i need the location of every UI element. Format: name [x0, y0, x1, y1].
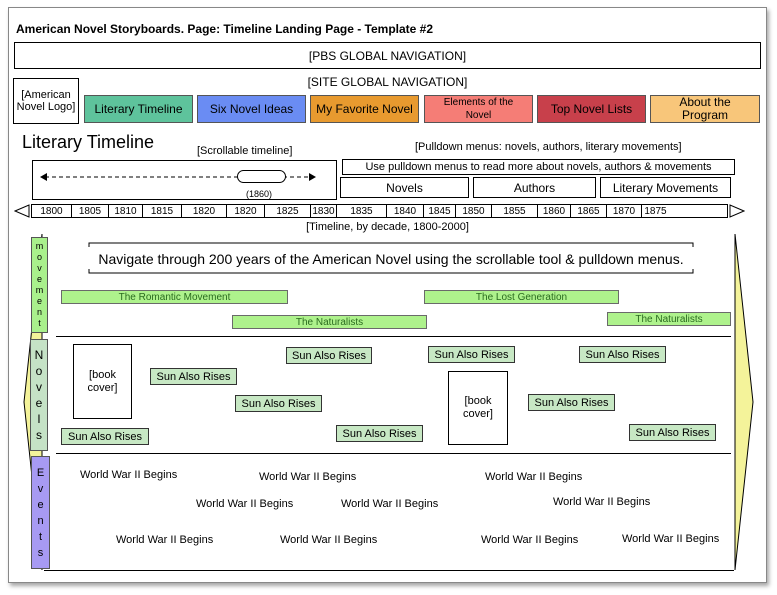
- row-label-letter: s: [37, 546, 44, 559]
- row-label-letter: o: [35, 364, 43, 378]
- movement-bar[interactable]: The Romantic Movement: [61, 290, 288, 304]
- row-label-letter: m: [35, 241, 44, 251]
- ruler-year[interactable]: 1870: [607, 205, 642, 217]
- movement-bar[interactable]: The Naturalists: [232, 315, 427, 329]
- ruler-year[interactable]: 1820: [182, 205, 227, 217]
- row-label-letter: E: [36, 466, 45, 479]
- ruler-year[interactable]: 1875: [644, 205, 667, 217]
- page-title: American Novel Storyboards. Page: Timeli…: [16, 22, 434, 36]
- ruler-year[interactable]: 1825: [265, 205, 311, 217]
- ruler-year[interactable]: 1815: [143, 205, 182, 217]
- tab-my-favorite-novel[interactable]: My Favorite Novel: [310, 95, 419, 123]
- event-item[interactable]: World War II Begins: [280, 534, 378, 546]
- ruler-year[interactable]: 1855: [492, 205, 538, 217]
- movement-bar[interactable]: The Naturalists: [607, 312, 731, 326]
- row-label-letter: e: [35, 396, 43, 410]
- ruler-year[interactable]: 1835: [337, 205, 387, 217]
- row-label-letter: n: [37, 514, 44, 527]
- ruler-right-arrow-icon[interactable]: [729, 204, 745, 218]
- novel-chip[interactable]: Sun Also Rises: [61, 428, 149, 445]
- event-item[interactable]: World War II Begins: [196, 498, 294, 510]
- novel-chip[interactable]: Sun Also Rises: [150, 368, 237, 385]
- novel-chip[interactable]: Sun Also Rises: [286, 347, 372, 364]
- scrollable-timeline[interactable]: (1860): [32, 160, 337, 200]
- tab-elements-of-the-novel[interactable]: Elements of the Novel: [424, 95, 533, 123]
- row-label-letter: v: [37, 263, 42, 273]
- section-title: Literary Timeline: [22, 132, 155, 152]
- row-divider: [56, 336, 731, 337]
- instruction-banner: Navigate through 200 years of the Americ…: [98, 251, 684, 267]
- novel-chip[interactable]: Sun Also Rises: [428, 346, 515, 363]
- tab-about-the-program[interactable]: About the Program: [650, 95, 760, 123]
- ruler-year[interactable]: 1810: [109, 205, 143, 217]
- book-cover[interactable]: [book cover]: [73, 344, 132, 419]
- scrollable-timeline-label: [Scrollable timeline]: [197, 145, 293, 157]
- ruler-year[interactable]: 1805: [72, 205, 109, 217]
- event-item[interactable]: World War II Begins: [481, 534, 579, 546]
- novels-pulldown[interactable]: Novels: [340, 177, 469, 198]
- novel-chip[interactable]: Sun Also Rises: [528, 394, 615, 411]
- tab-top-novel-lists[interactable]: Top Novel Lists: [537, 95, 646, 123]
- ruler-caption: [Timeline, by decade, 1800-2000]: [306, 221, 469, 233]
- row-label-letter: v: [37, 482, 44, 495]
- event-item[interactable]: World War II Begins: [116, 534, 214, 546]
- row-label-letter: e: [36, 296, 42, 306]
- scroll-thumb[interactable]: [237, 170, 286, 183]
- ruler-year[interactable]: 1865: [571, 205, 607, 217]
- ruler-year[interactable]: 1840: [387, 205, 424, 217]
- movement-bar[interactable]: The Lost Generation: [424, 290, 619, 304]
- row-divider: [56, 453, 731, 454]
- timeline-right-arrow-icon[interactable]: [733, 234, 755, 570]
- american-novel-logo[interactable]: [American Novel Logo]: [13, 78, 79, 124]
- ruler-year[interactable]: 1800: [32, 205, 72, 217]
- authors-pulldown[interactable]: Authors: [473, 177, 596, 198]
- scroll-track: [40, 173, 316, 181]
- event-item[interactable]: World War II Begins: [553, 496, 651, 508]
- row-label-letter: o: [36, 252, 42, 262]
- ruler-year[interactable]: 1820: [227, 205, 265, 217]
- event-item[interactable]: World War II Begins: [485, 471, 583, 483]
- novel-chip[interactable]: Sun Also Rises: [235, 395, 322, 412]
- row-label-letter: e: [36, 274, 42, 284]
- site-global-navigation[interactable]: [SITE GLOBAL NAVIGATION]: [307, 75, 468, 89]
- event-item[interactable]: World War II Begins: [259, 471, 357, 483]
- row-label-letter: s: [36, 428, 42, 442]
- book-cover[interactable]: [book cover]: [448, 371, 508, 445]
- pbs-global-navigation[interactable]: [PBS GLOBAL NAVIGATION]: [14, 42, 761, 69]
- row-label-letter: n: [36, 307, 42, 317]
- row-label-letter: l: [37, 412, 41, 426]
- row-label-letter: v: [36, 380, 42, 394]
- scroll-year-readout: (1860): [246, 189, 273, 199]
- novel-chip[interactable]: Sun Also Rises: [579, 346, 666, 363]
- row-label-letter: t: [38, 318, 41, 328]
- pulldown-hint: Use pulldown menus to read more about no…: [342, 159, 735, 175]
- ruler-year[interactable]: 1850: [456, 205, 492, 217]
- logo-text: [American Novel Logo]: [16, 89, 76, 113]
- ruler-year[interactable]: 1830: [311, 205, 337, 217]
- event-item[interactable]: World War II Begins: [80, 469, 178, 481]
- event-item[interactable]: World War II Begins: [341, 498, 439, 510]
- row-label-letter: e: [37, 498, 44, 511]
- novel-chip[interactable]: Sun Also Rises: [629, 424, 716, 441]
- pulldown-menus-label: [Pulldown menus: novels, authors, litera…: [415, 141, 682, 153]
- novel-chip[interactable]: Sun Also Rises: [336, 425, 423, 442]
- row-label-letter: m: [35, 285, 44, 295]
- literary-movements-pulldown[interactable]: Literary Movements: [600, 177, 731, 198]
- row-divider: [44, 570, 734, 571]
- row-label-letter: t: [38, 530, 43, 543]
- tab-six-novel-ideas[interactable]: Six Novel Ideas: [197, 95, 306, 123]
- tab-literary-timeline[interactable]: Literary Timeline: [84, 95, 193, 123]
- banner-frame: [88, 242, 694, 274]
- ruler-year[interactable]: 1860: [538, 205, 571, 217]
- row-label-letter: N: [34, 348, 44, 362]
- event-item[interactable]: World War II Begins: [622, 533, 720, 545]
- ruler-left-arrow-icon[interactable]: [14, 204, 30, 218]
- ruler-year[interactable]: 1845: [424, 205, 456, 217]
